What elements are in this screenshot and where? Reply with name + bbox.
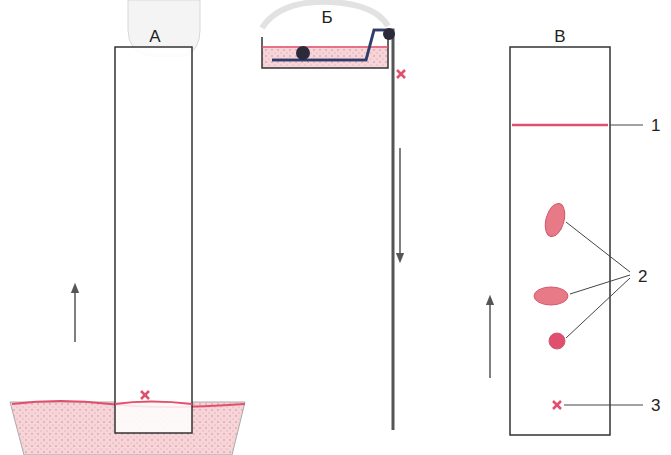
callout-number: 3 [651,397,660,414]
panel-letter: А [149,28,160,45]
cover-vessel [262,2,388,28]
weight-rod [296,46,310,60]
solvent-front [512,124,608,127]
callout-number: 2 [638,268,647,285]
chromatogram [510,47,610,435]
panel-letter: В [554,28,565,45]
start-mark [397,70,405,78]
pigment-spots [534,201,568,349]
solvent-level [115,402,192,405]
start-mark [553,401,561,409]
flow-arrow [74,288,76,342]
leader-lines [564,125,643,405]
paper-strip [272,28,395,430]
flow-arrow [399,148,401,258]
paper-strip [115,47,192,433]
panel-letter: Б [321,9,332,26]
flow-arrow [489,300,491,378]
callout-number: 1 [651,117,660,134]
start-mark [141,391,149,399]
